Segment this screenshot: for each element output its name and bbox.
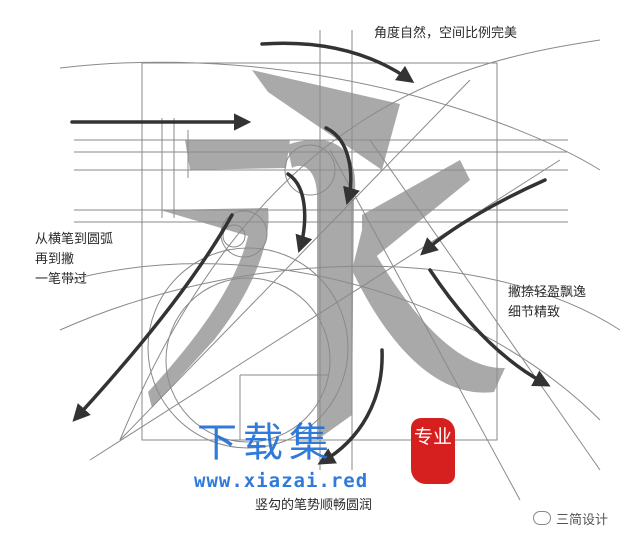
note-top-right: 角度自然，空间比例完美 (374, 26, 518, 41)
arrow-vertical (317, 348, 384, 465)
note-left-line3: 一笔带过 (35, 272, 88, 287)
arrow-right-down (428, 268, 551, 387)
dot-stroke (252, 70, 400, 170)
credit-label: 三简设计 (533, 509, 608, 528)
upper-guide-circle (284, 144, 336, 196)
watermark-characters: 下载集 (197, 420, 335, 466)
wechat-icon (533, 511, 551, 525)
note-right-line2: 细节精致 (508, 305, 561, 320)
vertical-hook-stroke (287, 139, 356, 440)
inner-guide-circle (165, 277, 331, 443)
arrow-left-down (72, 213, 234, 422)
watermark-url: www.xiazai.red (194, 470, 369, 492)
watermark-seal: 专业 (411, 418, 455, 484)
direction-arrows (70, 41, 551, 465)
arrow-top (260, 41, 415, 84)
small-guide-circle (222, 224, 246, 248)
horizontal-stroke (185, 140, 290, 170)
note-bottom: 竖勾的笔势顺畅圆润 (255, 498, 373, 513)
right-falling-stroke (352, 230, 505, 393)
arrow-curve (286, 172, 313, 253)
arrow-hook (324, 126, 360, 206)
right-falling-left (362, 160, 470, 268)
left-arc-stroke (148, 208, 269, 408)
large-guide-circle (147, 247, 349, 449)
note-left-line2: 再到撇 (35, 252, 75, 267)
character-strokes (148, 70, 505, 440)
credit-text: 三简设计 (556, 513, 609, 528)
note-right-line1: 撇捺轻盈飘逸 (508, 285, 587, 300)
arrow-right-upper (420, 178, 547, 256)
note-left-line1: 从横笔到圆弧 (35, 232, 114, 247)
